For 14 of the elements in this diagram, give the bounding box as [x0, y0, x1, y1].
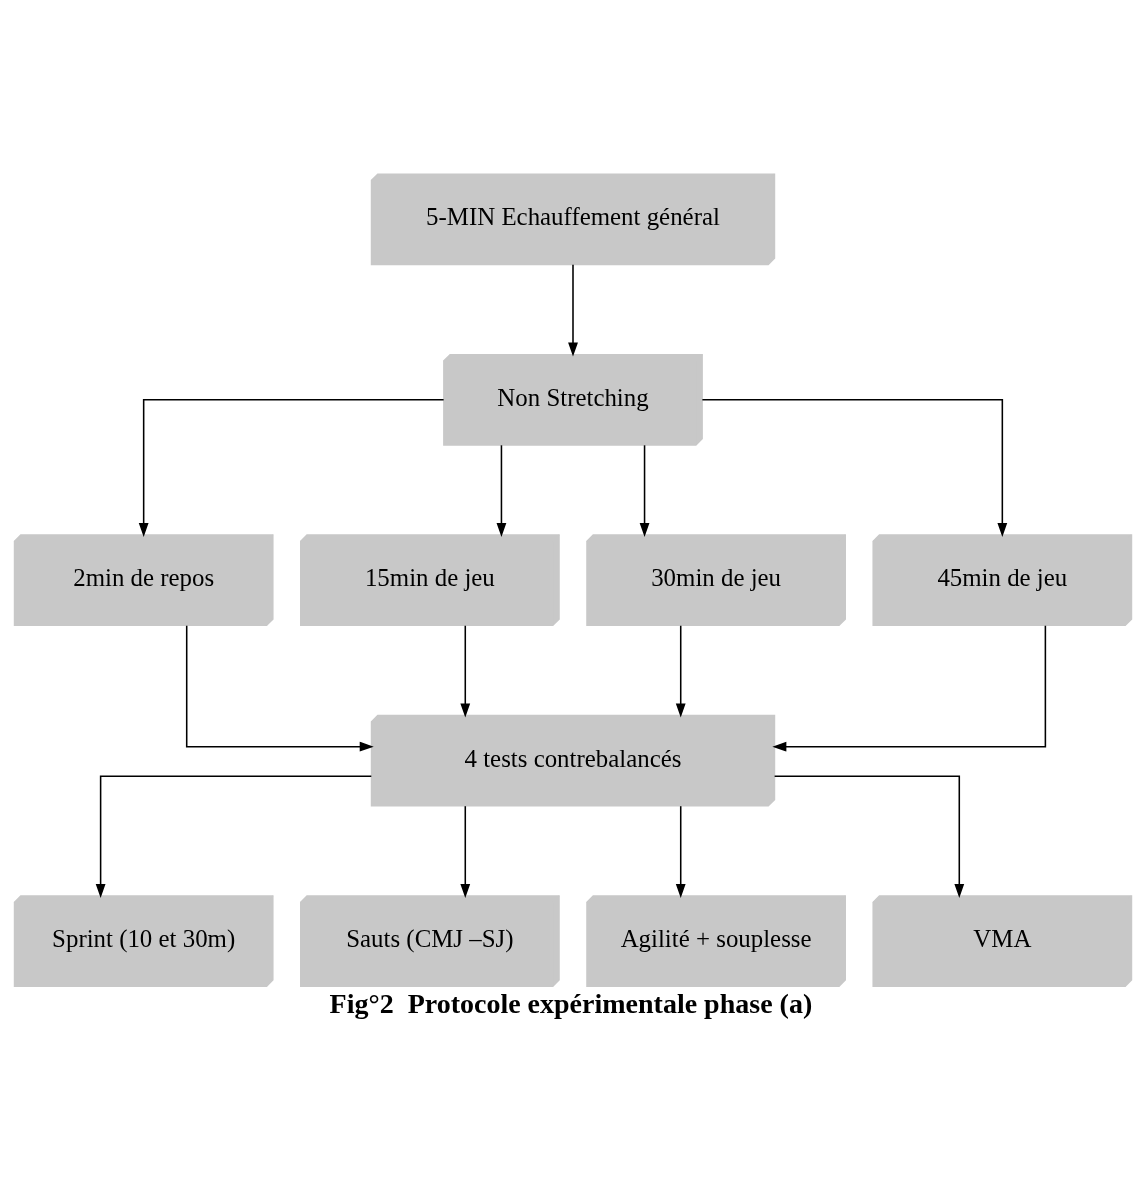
arrow	[460, 804, 471, 898]
arrow	[460, 624, 471, 717]
arrow	[185, 624, 374, 752]
arrow	[568, 263, 578, 357]
caption: Fig°2 Protocole expérimentale phase (a)	[329, 987, 813, 1019]
arrow	[496, 444, 507, 537]
arrow	[138, 398, 445, 537]
arrow	[675, 804, 686, 898]
arrow	[772, 624, 1047, 752]
arrow	[95, 774, 373, 898]
arrow	[701, 398, 1008, 537]
arrow	[773, 774, 965, 898]
arrow	[639, 444, 650, 537]
arrow	[675, 624, 686, 717]
